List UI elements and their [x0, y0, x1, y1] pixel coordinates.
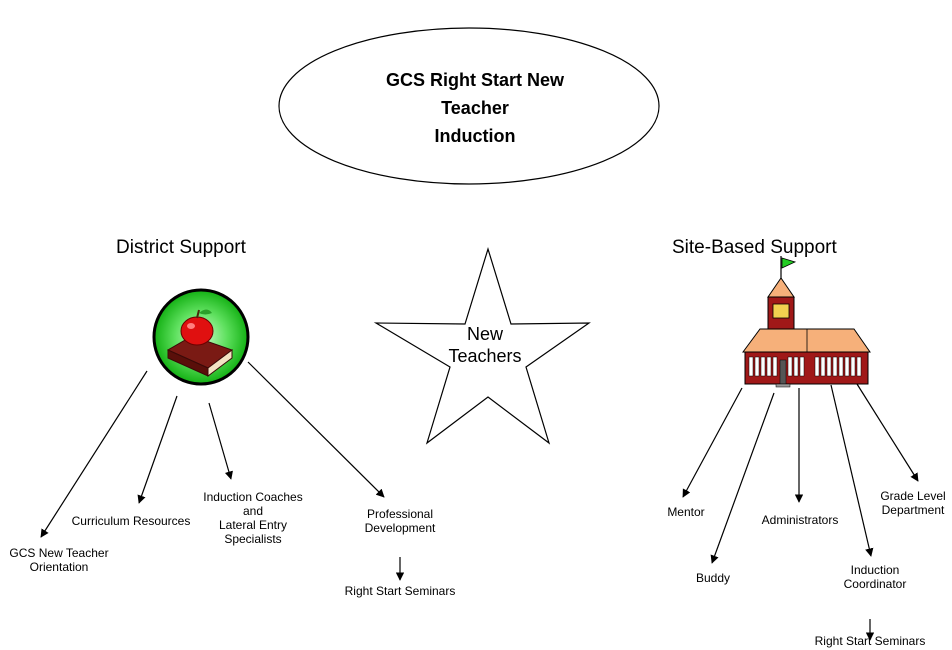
label-line: Grade Level — [880, 489, 946, 503]
label-line: Administrators — [761, 513, 839, 527]
district-heading: District Support — [116, 237, 246, 258]
schoolhouse-icon — [742, 256, 871, 388]
title-line: Teacher — [441, 98, 509, 118]
label-profdev: Professional Development — [340, 507, 460, 535]
label-line: Induction Coaches — [203, 490, 303, 504]
arrow-to-mentor — [682, 387, 743, 498]
diagram-title: GCS Right Start New Teacher Induction — [350, 66, 600, 150]
label-curriculum: Curriculum Resources — [64, 514, 198, 528]
apple-book-icon — [152, 288, 250, 386]
label-line: Lateral Entry — [218, 518, 288, 532]
site-heading: Site-Based Support — [672, 237, 837, 258]
new-teachers-star — [373, 246, 591, 445]
label-administrators: Administrators — [750, 513, 850, 527]
arrow-to-coaches — [208, 402, 233, 480]
star-line: Teachers — [448, 346, 522, 366]
label-mentor: Mentor — [656, 505, 716, 519]
title-line: GCS Right Start New — [385, 70, 564, 90]
arrow-to-coordinator — [830, 384, 874, 557]
star-line: New — [466, 324, 503, 344]
title-line: Induction — [434, 126, 516, 146]
new-teachers-label: New Teachers — [440, 323, 530, 367]
label-line: Orientation — [29, 560, 89, 574]
label-orientation: GCS New Teacher Orientation — [4, 546, 114, 574]
label-line: Specialists — [224, 532, 282, 546]
title-ellipse — [278, 27, 660, 185]
label-line: Right Start Seminars — [344, 584, 456, 598]
arrow-to-curriculum — [137, 395, 178, 504]
arrow-to-profdev — [247, 361, 385, 498]
label-line: Right Start Seminars — [814, 634, 926, 648]
arrow-to-gradelevel — [856, 383, 919, 482]
label-line: Mentor — [667, 505, 705, 519]
label-line: Department — [881, 503, 945, 517]
arrow-to-buddy — [710, 392, 775, 564]
label-line: Professional — [366, 507, 434, 521]
label-gradelevel: Grade Level Department — [874, 489, 952, 517]
arrow-to-orientation — [40, 370, 148, 538]
label-coordinator: Induction Coordinator — [830, 563, 920, 591]
label-line: Curriculum Resources — [71, 514, 191, 528]
label-line: Development — [364, 521, 436, 535]
label-site-seminars: Right Start Seminars — [796, 634, 944, 648]
label-district-seminars: Right Start Seminars — [330, 584, 470, 598]
label-buddy: Buddy — [688, 571, 738, 585]
label-line: Induction — [850, 563, 900, 577]
label-line: Buddy — [695, 571, 731, 585]
label-line: GCS New Teacher — [9, 546, 109, 560]
label-coaches: Induction Coaches and Lateral Entry Spec… — [188, 490, 318, 546]
label-line: and — [242, 504, 264, 518]
label-line: Coordinator — [843, 577, 907, 591]
